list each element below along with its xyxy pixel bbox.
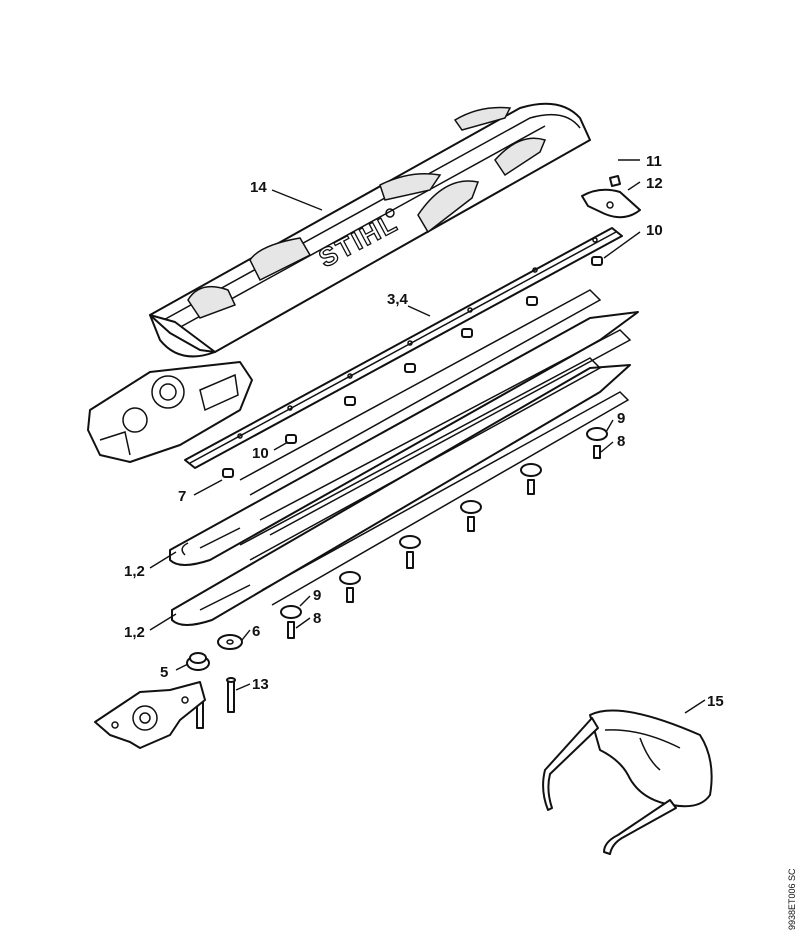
- spacer-nuts: [222, 256, 603, 478]
- callout-1-2-upper: 1,2: [124, 563, 145, 580]
- callout-1-2-lower: 1,2: [124, 624, 145, 641]
- callout-15: 15: [707, 693, 724, 710]
- callout-7: 7: [178, 488, 186, 505]
- guide-bar: [184, 227, 623, 469]
- safety-glasses: [542, 709, 713, 855]
- mounting-plate: [94, 681, 206, 749]
- callout-5: 5: [160, 664, 168, 681]
- callout-10-lower: 10: [252, 445, 269, 462]
- blade-cover: STIHL: [149, 102, 591, 358]
- document-code: 9938ET006 SC: [787, 868, 797, 930]
- gear-housing: [87, 361, 253, 463]
- leader-lines: [149, 159, 706, 714]
- callout-9-upper: 9: [617, 410, 625, 427]
- callout-8-lower: 8: [313, 610, 321, 627]
- callout-3-4: 3,4: [387, 291, 409, 308]
- washer-and-bushing: [186, 634, 243, 671]
- callout-14: 14: [250, 179, 267, 196]
- callout-8-upper: 8: [617, 433, 625, 450]
- callout-11: 11: [646, 153, 662, 170]
- callout-12: 12: [646, 175, 663, 192]
- upper-cutting-blade: [169, 289, 639, 566]
- lower-cutting-blade: [171, 357, 631, 626]
- callout-13: 13: [252, 676, 269, 693]
- callout-6: 6: [252, 623, 260, 640]
- bracket-and-nut: [581, 175, 641, 219]
- callout-10-upper: 10: [646, 222, 663, 239]
- callout-9-lower: 9: [313, 587, 321, 604]
- washers-and-screws: [280, 427, 608, 639]
- callout-labels: 14 11 12 10 3,4 10 9 8 7 1,2 1,2 9 8 6 5…: [124, 153, 724, 710]
